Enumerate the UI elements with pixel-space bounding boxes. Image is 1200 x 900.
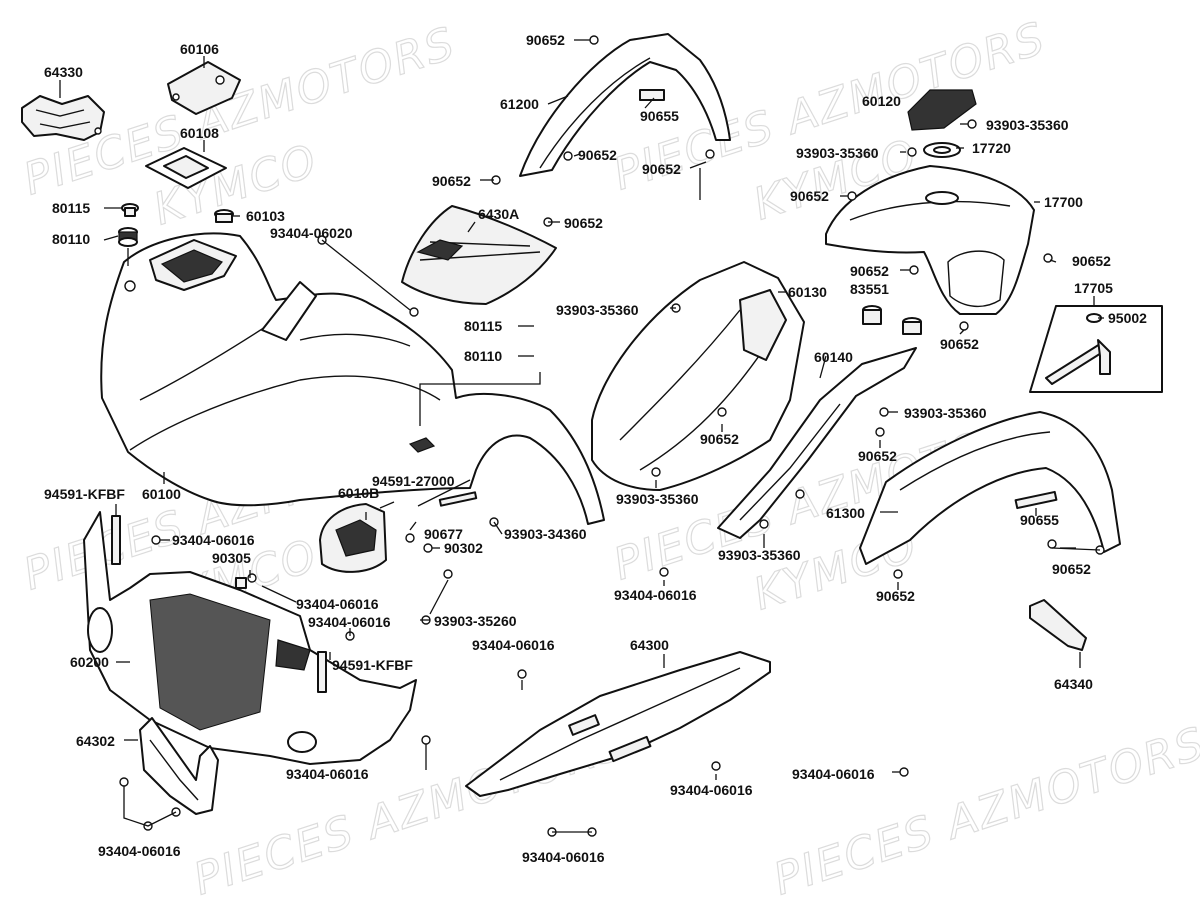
label-90302: 90302 bbox=[444, 540, 483, 556]
label-93404-06016: 93404-06016 bbox=[522, 849, 605, 865]
part-64300-drawing bbox=[465, 651, 771, 797]
label-90652: 90652 bbox=[564, 215, 603, 231]
part-83551-drawing bbox=[862, 305, 922, 335]
label-94591-27000: 94591-27000 bbox=[372, 473, 455, 489]
label-93404-06016: 93404-06016 bbox=[296, 596, 379, 612]
label-90652: 90652 bbox=[432, 173, 471, 189]
label-90652: 90652 bbox=[700, 431, 739, 447]
label-93903-35360: 93903-35360 bbox=[986, 117, 1069, 133]
label-90652: 90652 bbox=[858, 448, 897, 464]
label-93903-35360: 93903-35360 bbox=[616, 491, 699, 507]
leader-lines bbox=[59, 39, 1104, 833]
label-93404-06016: 93404-06016 bbox=[172, 532, 255, 548]
label-80110: 80110 bbox=[464, 348, 502, 364]
part-64302-drawing bbox=[139, 717, 219, 815]
label-64340: 64340 bbox=[1054, 676, 1093, 692]
label-93903-35360: 93903-35360 bbox=[718, 547, 801, 563]
label-93404-06020: 93404-06020 bbox=[270, 225, 353, 241]
label-60100: 60100 bbox=[142, 486, 181, 502]
label-6010B: 6010B bbox=[338, 485, 379, 501]
label-90652: 90652 bbox=[642, 161, 681, 177]
label-94591-KFBF: 94591-KFBF bbox=[332, 657, 413, 673]
part-60200-drawing bbox=[83, 511, 417, 765]
label-60103: 60103 bbox=[246, 208, 285, 224]
label-90652: 90652 bbox=[526, 32, 565, 48]
part-64330-drawing bbox=[21, 95, 105, 141]
part-6010B-drawing bbox=[319, 503, 387, 573]
label-60106: 60106 bbox=[180, 41, 219, 57]
label-93903-35360: 93903-35360 bbox=[556, 302, 639, 318]
part-60108-drawing bbox=[145, 147, 227, 189]
watermark-text: PIECES AZMOTORS bbox=[768, 718, 1200, 900]
label-94591-KFBF: 94591-KFBF bbox=[44, 486, 125, 502]
label-61200: 61200 bbox=[500, 96, 539, 112]
label-93404-06016: 93404-06016 bbox=[472, 637, 555, 653]
part-rubbers-left-drawing bbox=[118, 203, 234, 247]
label-95002: 95002 bbox=[1108, 310, 1147, 326]
part-6430A-drawing bbox=[401, 205, 557, 305]
label-60120: 60120 bbox=[862, 93, 901, 109]
label-90652: 90652 bbox=[940, 336, 979, 352]
label-93404-06016: 93404-06016 bbox=[670, 782, 753, 798]
label-80115: 80115 bbox=[52, 200, 90, 216]
label-90655: 90655 bbox=[1020, 512, 1059, 528]
label-17720: 17720 bbox=[972, 140, 1011, 156]
label-64302: 64302 bbox=[76, 733, 115, 749]
label-90677: 90677 bbox=[424, 526, 463, 542]
label-90305: 90305 bbox=[212, 550, 251, 566]
part-17705-drawing bbox=[1029, 305, 1163, 393]
label-93404-06016: 93404-06016 bbox=[792, 766, 875, 782]
label-90655: 90655 bbox=[640, 108, 679, 124]
hardware-glyphs bbox=[111, 35, 1105, 837]
part-labels: 64330 60106 60108 80115 80110 60103 9340… bbox=[44, 32, 1147, 865]
part-60120-drawing bbox=[907, 89, 977, 158]
label-93404-06016: 93404-06016 bbox=[614, 587, 697, 603]
label-60108: 60108 bbox=[180, 125, 219, 141]
label-93404-06016: 93404-06016 bbox=[98, 843, 181, 859]
label-60200: 60200 bbox=[70, 654, 109, 670]
label-61300: 61300 bbox=[826, 505, 865, 521]
part-17700-drawing bbox=[825, 165, 1035, 315]
part-60140-drawing bbox=[717, 347, 917, 539]
part-60130-drawing bbox=[591, 261, 805, 491]
label-90652: 90652 bbox=[1072, 253, 1111, 269]
label-6430A: 6430A bbox=[478, 206, 519, 222]
label-60140: 60140 bbox=[814, 349, 853, 365]
part-64340-drawing bbox=[1029, 599, 1087, 651]
label-90652: 90652 bbox=[578, 147, 617, 163]
label-90652: 90652 bbox=[1052, 561, 1091, 577]
label-17705: 17705 bbox=[1074, 280, 1113, 296]
label-90652: 90652 bbox=[790, 188, 829, 204]
label-64300: 64300 bbox=[630, 637, 669, 653]
label-90652: 90652 bbox=[850, 263, 889, 279]
label-83551: 83551 bbox=[850, 281, 889, 297]
label-93903-35360: 93903-35360 bbox=[796, 145, 879, 161]
label-93903-35360: 93903-35360 bbox=[904, 405, 987, 421]
label-93903-34360: 93903-34360 bbox=[504, 526, 587, 542]
part-60100-drawing bbox=[100, 232, 605, 525]
part-61200-drawing bbox=[519, 33, 731, 177]
label-60130: 60130 bbox=[788, 284, 827, 300]
part-61300-drawing bbox=[859, 411, 1121, 565]
label-93404-06016: 93404-06016 bbox=[286, 766, 369, 782]
part-60106-drawing bbox=[167, 61, 241, 115]
label-80110: 80110 bbox=[52, 231, 90, 247]
label-17700: 17700 bbox=[1044, 194, 1083, 210]
label-80115: 80115 bbox=[464, 318, 502, 334]
label-90652: 90652 bbox=[876, 588, 915, 604]
label-93404-06016: 93404-06016 bbox=[308, 614, 391, 630]
label-64330: 64330 bbox=[44, 64, 83, 80]
label-93903-35260: 93903-35260 bbox=[434, 613, 517, 629]
